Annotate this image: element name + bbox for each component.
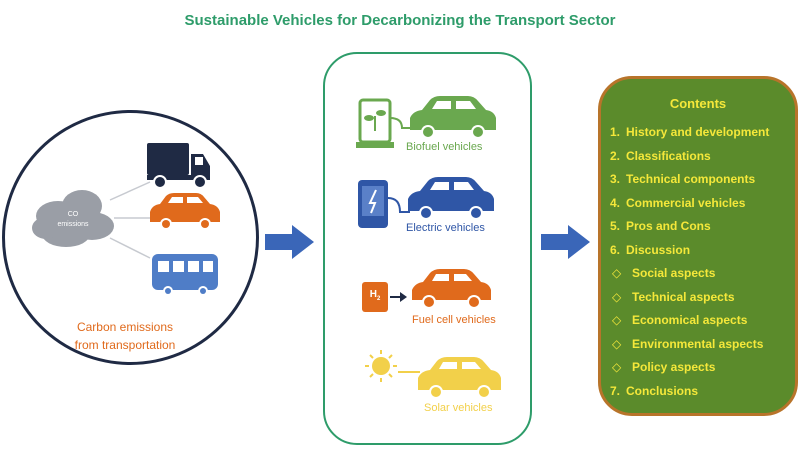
- contents-item-text: Discussion: [626, 242, 691, 257]
- contents-box: Contents 1. History and development 2. Clas…: [598, 76, 798, 416]
- contents-list: 1. History and development 2. Classificatio…: [610, 121, 769, 403]
- contents-item-text: Social aspects: [632, 266, 716, 280]
- diagram-title: Sustainable Vehicles for Decarbonizing t…: [184, 12, 616, 29]
- contents-item-text: Technical components: [626, 172, 756, 186]
- contents-item: 6. Discussion: [610, 239, 769, 263]
- contents-item: ◇ Technical aspects: [610, 286, 769, 310]
- contents-item: ◇ Policy aspects: [610, 356, 769, 380]
- emissions-circle: [2, 110, 259, 365]
- contents-title: Contents: [669, 96, 727, 111]
- biofuel-car-icon: [410, 96, 496, 139]
- vehicle-label-electric: Electric vehicles: [406, 222, 485, 234]
- contents-item: 4. Commercial vehicles: [610, 192, 769, 216]
- contents-item: ◇ Social aspects: [610, 262, 769, 286]
- contents-item-number: 2.: [610, 148, 621, 163]
- contents-item-text: Environmental aspects: [632, 336, 764, 351]
- contents-item-number: 6.: [610, 242, 621, 257]
- truck-icon: [147, 143, 210, 189]
- contents-item-number: 4.: [610, 195, 621, 210]
- sun-icon: [365, 350, 420, 382]
- contents-item-number: ◇: [612, 313, 622, 327]
- vehicle-types-panel: [323, 52, 532, 445]
- co2-cloud-icon: [32, 190, 114, 247]
- fuel-cell-car-icon: [412, 269, 491, 309]
- bus-icon: [152, 254, 218, 296]
- contents-item-text: Technical aspects: [632, 289, 735, 304]
- car-icon: [150, 193, 220, 230]
- cloud-label-emissions: emissions: [57, 221, 89, 228]
- hydrogen-tank-icon: [362, 282, 407, 312]
- vehicle-label-biofuel: Biofuel vehicles: [406, 141, 483, 153]
- contents-item-text: Commercial vehicles: [626, 195, 746, 210]
- contents-item-number: ◇: [612, 266, 622, 280]
- contents-item-number: 1.: [610, 125, 621, 139]
- contents-item-number: ◇: [612, 360, 622, 374]
- contents-item: ◇ Economical aspects: [610, 309, 769, 333]
- ev-charger-icon: [358, 180, 410, 228]
- emissions-caption-line1: Carbon emissions: [76, 320, 174, 334]
- cloud-label-co2: CO: [67, 211, 79, 218]
- contents-item-number: ◇: [612, 289, 622, 304]
- contents-item-number: 5.: [610, 219, 621, 233]
- contents-item-number: 7.: [610, 383, 621, 398]
- contents-item-text: Policy aspects: [632, 360, 716, 374]
- contents-item: 5. Pros and Cons: [610, 215, 769, 239]
- electric-car-icon: [408, 177, 494, 220]
- contents-item-number: 3.: [610, 172, 621, 186]
- contents-item-text: Conclusions: [626, 383, 699, 398]
- contents-item-text: Pros and Cons: [626, 219, 711, 233]
- arrow-right-icon: [265, 225, 314, 259]
- emissions-caption-line2: from transportation: [74, 338, 176, 352]
- contents-item: 3. Technical components: [610, 168, 769, 192]
- h2-label: H2: [369, 289, 381, 302]
- contents-item: 7. Conclusions: [610, 380, 769, 404]
- contents-item-number: ◇: [612, 336, 622, 351]
- contents-item: 2. Classifications: [610, 145, 769, 169]
- contents-item: 1. History and development: [610, 121, 769, 145]
- contents-item-text: Classifications: [626, 148, 711, 163]
- vehicle-label-fuel-cell: Fuel cell vehicles: [412, 314, 496, 326]
- biofuel-pump-icon: [356, 98, 410, 148]
- contents-item: ◇ Environmental aspects: [610, 333, 769, 357]
- solar-car-icon: [418, 357, 501, 399]
- vehicle-label-solar: Solar vehicles: [424, 402, 493, 414]
- contents-item-text: Economical aspects: [632, 313, 748, 327]
- arrow-right-icon: [541, 225, 590, 259]
- emissions-caption: Carbon emissions from transportation: [50, 318, 200, 354]
- cloud-label: CO emissions: [42, 210, 104, 230]
- contents-item-text: History and development: [626, 125, 770, 139]
